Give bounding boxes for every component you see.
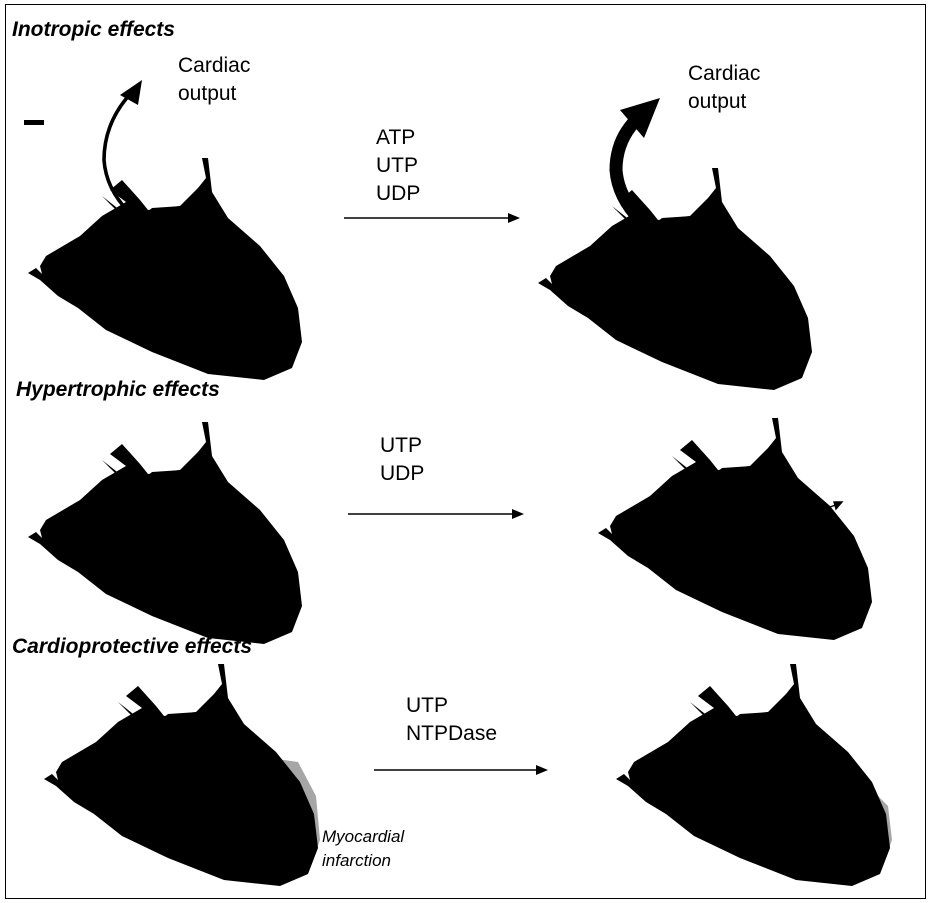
infarct-label-2: infarction (322, 851, 391, 870)
treatment-arrow-inotropic-head (508, 213, 520, 223)
heart-inotropic-before (28, 158, 302, 380)
minus-sign (24, 120, 44, 125)
heart-hypertrophic-before (28, 422, 302, 644)
cardiac-output-label-before-1: Cardiac (178, 54, 250, 77)
cardiac-output-label-after-1: Cardiac (688, 62, 760, 85)
infarct-label-1: Myocardial (322, 827, 405, 846)
agent-udp: UDP (376, 182, 420, 205)
heart-infarcted-after (616, 664, 892, 886)
agent-atp: ATP (376, 126, 415, 149)
agent-utp-hypertrophic: UTP (380, 434, 422, 457)
agent-utp-cardioprotective: UTP (406, 694, 448, 717)
cardiac-output-label-after-2: output (688, 90, 747, 113)
heart-infarcted-before (44, 664, 320, 886)
cardiac-output-label-before-2: output (178, 82, 237, 105)
heart-hypertrophic-after (598, 418, 872, 640)
heart-inotropic-after (538, 168, 812, 390)
section-title-inotropic: Inotropic effects (12, 18, 175, 41)
treatment-arrow-hypertrophic-head (512, 509, 524, 519)
agent-ntpdase: NTPDase (406, 722, 497, 745)
treatment-arrow-cardioprotective-head (536, 765, 548, 775)
agent-udp-hypertrophic: UDP (380, 462, 424, 485)
agent-utp: UTP (376, 154, 418, 177)
section-title-hypertrophic: Hypertrophic effects (16, 378, 220, 401)
